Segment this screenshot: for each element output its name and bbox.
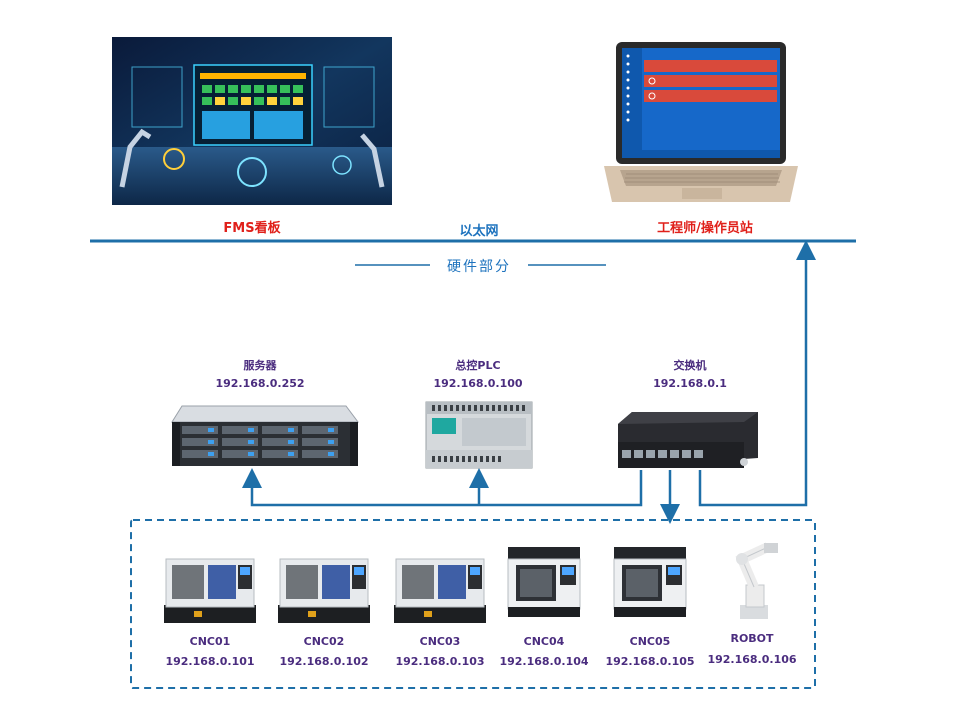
- switch-to-ethernet-link: [698, 240, 816, 507]
- machine-ip: 192.168.0.101: [165, 655, 255, 668]
- machine-group-box: [130, 519, 816, 689]
- machine-ip: 192.168.0.102: [279, 655, 369, 668]
- fms-dashboard-image: [112, 37, 392, 205]
- server-ip: 192.168.0.252: [215, 377, 305, 390]
- plc-image: [424, 396, 534, 470]
- machine-image-robot: [714, 541, 790, 621]
- switch-name: 交换机: [673, 359, 707, 372]
- server-image: [168, 402, 360, 468]
- machine-ip: 192.168.0.104: [499, 655, 589, 668]
- machine-name: CNC01: [189, 635, 231, 648]
- machine-name: CNC04: [523, 635, 565, 648]
- machine-name: ROBOT: [730, 632, 774, 645]
- plc-name: 总控PLC: [455, 359, 501, 372]
- machine-ip: 192.168.0.105: [605, 655, 695, 668]
- machine-name: CNC05: [629, 635, 671, 648]
- plc-ip: 192.168.0.100: [433, 377, 523, 390]
- station-label: 工程师/操作员站: [657, 221, 753, 236]
- switch-to-server-link: [242, 468, 643, 507]
- machine-ip: 192.168.0.106: [707, 653, 797, 666]
- switch-ip: 192.168.0.1: [653, 377, 727, 390]
- section-title: 硬件部分: [447, 259, 511, 275]
- machine-image-cnc02: [278, 555, 370, 623]
- server-name: 服务器: [243, 359, 277, 372]
- machine-image-cnc03: [394, 555, 486, 623]
- laptop-image: [604, 40, 804, 208]
- ethernet-label: 以太网: [459, 224, 499, 239]
- machine-name: CNC02: [303, 635, 345, 648]
- switch-image: [614, 410, 760, 472]
- machine-name: CNC03: [419, 635, 461, 648]
- machine-image-cnc04: [504, 545, 584, 619]
- machine-ip: 192.168.0.103: [395, 655, 485, 668]
- fms-dashboard-label: FMS看板: [223, 221, 281, 236]
- machine-image-cnc01: [164, 555, 256, 623]
- machine-image-cnc05: [610, 545, 690, 619]
